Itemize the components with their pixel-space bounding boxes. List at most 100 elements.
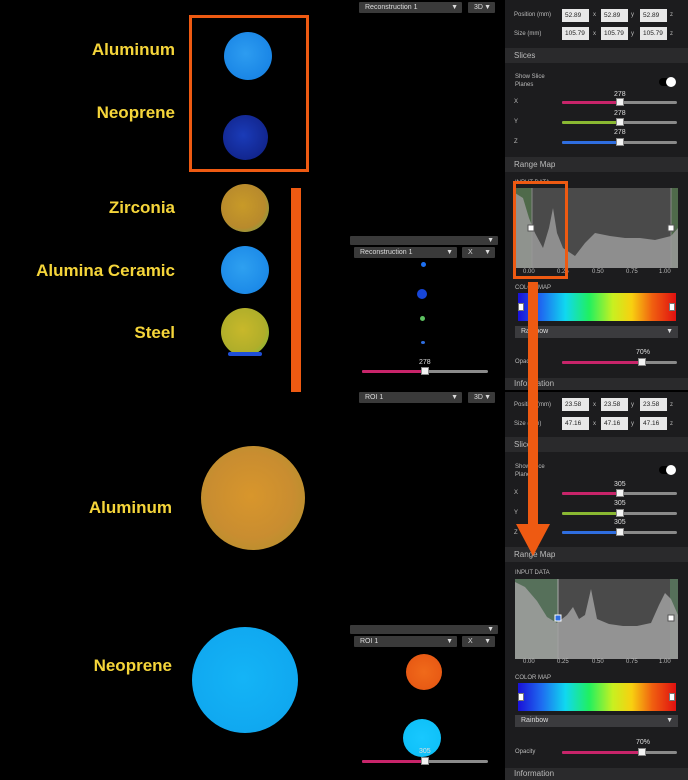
- opacity-value-top: 70%: [636, 349, 651, 356]
- slice-y-label-bottom: Y: [514, 510, 519, 516]
- position-z-top[interactable]: 52.89: [640, 9, 667, 22]
- slice-z-value-bottom: 305: [614, 519, 626, 526]
- slice-slider-mid-fill: [362, 370, 424, 373]
- size-z-top[interactable]: 105.79: [640, 27, 667, 40]
- axis-select-bottom[interactable]: X ▼: [462, 636, 495, 647]
- range-map-section-header-bottom[interactable]: Range Map: [505, 547, 688, 562]
- slice-x-slider-bottom-knob[interactable]: [616, 489, 624, 497]
- colormap-gradient-bottom[interactable]: [518, 683, 676, 711]
- size-z-bottom[interactable]: 47.16: [640, 417, 667, 430]
- chevron-down-icon: ▼: [451, 4, 458, 11]
- information-section-header-bottom[interactable]: Information: [505, 768, 688, 780]
- chevron-down-icon[interactable]: ▼: [487, 237, 494, 244]
- histogram-top[interactable]: [515, 188, 678, 268]
- slice-slider-bottom-value: 305: [419, 748, 431, 755]
- slice-z-label-top: Z: [514, 139, 518, 145]
- annotation-arrow-right-head: [516, 524, 550, 556]
- slice-z-slider-bottom-fill: [562, 531, 620, 534]
- position-x-top[interactable]: 52.89: [562, 9, 589, 22]
- chevron-down-icon[interactable]: ▼: [487, 626, 494, 633]
- slice-y-slider-top-fill: [562, 121, 620, 124]
- label-neoprene-roi: Neoprene: [93, 656, 172, 675]
- chevron-down-icon: ▼: [446, 249, 453, 256]
- render-view-top[interactable]: [0, 0, 340, 390]
- size-x-bottom[interactable]: 47.16: [562, 417, 589, 430]
- colormap-select-bottom[interactable]: Rainbow ▼: [515, 715, 678, 727]
- colormap-gradient-top[interactable]: [518, 293, 676, 321]
- histogram-bottom[interactable]: [515, 579, 678, 659]
- axis-x-top: x: [593, 12, 596, 18]
- view-mode-select-top[interactable]: 3D ▼: [468, 2, 495, 13]
- opacity-slider-bottom-knob[interactable]: [638, 748, 646, 756]
- label-aluminum: Aluminum: [91, 40, 175, 59]
- dataset-select-mid[interactable]: Reconstruction 1 ▼: [354, 247, 457, 258]
- colormap-select-top[interactable]: Rainbow ▼: [515, 326, 678, 338]
- slice-z-value-top: 278: [614, 129, 626, 136]
- annotation-box-histogram: [513, 181, 568, 279]
- slice-x-slider-bottom-fill: [562, 492, 620, 495]
- slice-slider-mid-knob[interactable]: [421, 367, 429, 375]
- hist-tick-0-bottom: 0.00: [523, 659, 535, 665]
- slice-x-slider-top-knob[interactable]: [616, 98, 624, 106]
- slice-slider-bottom-knob[interactable]: [421, 757, 429, 765]
- axis-z-top: z: [670, 12, 673, 18]
- sphere-zirconia: [221, 184, 269, 232]
- size-y-bottom[interactable]: 47.16: [601, 417, 628, 430]
- opacity-slider-top-knob[interactable]: [638, 358, 646, 366]
- chevron-down-icon: ▼: [484, 638, 491, 645]
- range-map-section-header-top[interactable]: Range Map: [505, 157, 688, 172]
- slice-y-label-top: Y: [514, 119, 519, 125]
- hist-tick-0-top: 0.00: [523, 269, 535, 275]
- input-data-label-bottom: INPUT DATA: [515, 570, 550, 576]
- axis-select-mid[interactable]: X ▼: [462, 247, 495, 258]
- colormap-min-knob-bottom[interactable]: [518, 693, 524, 701]
- annotation-box-top-spheres: [189, 15, 309, 172]
- slice-y-slider-top-knob[interactable]: [616, 118, 624, 126]
- slice-slider-mid-value: 278: [419, 359, 431, 366]
- label-aluminum-roi: Aluminum: [88, 498, 172, 517]
- viewer-header-bar: ▼: [350, 236, 498, 245]
- colormap-min-knob-top[interactable]: [518, 303, 524, 311]
- size-x-top[interactable]: 105.79: [562, 27, 589, 40]
- chevron-down-icon: ▼: [484, 394, 491, 401]
- dataset-select-roi[interactable]: ROI 1 ▼: [359, 392, 462, 403]
- viewer-header-bar-bottom: ▼: [350, 625, 498, 634]
- slice-y-value-top: 278: [614, 110, 626, 117]
- slices-section-header-top[interactable]: Slices: [505, 48, 688, 63]
- dataset-select-bottom-label: ROI 1: [360, 638, 379, 645]
- opacity-label-bottom: Opacity: [515, 749, 536, 755]
- position-label-top: Position (mm): [514, 12, 552, 18]
- render-view-roi[interactable]: [0, 392, 340, 780]
- slice-z-slider-top-knob[interactable]: [616, 138, 624, 146]
- show-slice-planes-toggle-bottom[interactable]: [659, 465, 676, 475]
- slices-section-header-bottom[interactable]: Slices: [505, 437, 688, 452]
- slice-x-label-top: X: [514, 99, 519, 105]
- size-axis-z-top: z: [670, 31, 673, 37]
- view-mode-select-roi[interactable]: 3D ▼: [468, 392, 495, 403]
- show-slice-planes-toggle-top[interactable]: [659, 77, 676, 87]
- size-axis-z-bottom: z: [670, 421, 673, 427]
- size-y-top[interactable]: 105.79: [601, 27, 628, 40]
- label-alumina-ceramic: Alumina Ceramic: [36, 261, 175, 280]
- slice-dot-1: [421, 262, 426, 267]
- colormap-max-knob-bottom[interactable]: [669, 693, 675, 701]
- colormap-select-bottom-label: Rainbow: [521, 717, 549, 724]
- chevron-down-icon: ▼: [484, 249, 491, 256]
- slice-z-slider-bottom-knob[interactable]: [616, 528, 624, 536]
- chevron-down-icon: ▼: [666, 717, 673, 724]
- sphere-neoprene: [223, 115, 268, 160]
- position-y-bottom[interactable]: 23.58: [601, 398, 628, 411]
- hist-tick-1-bottom: 0.25: [557, 659, 569, 665]
- position-z-bottom[interactable]: 23.58: [640, 398, 667, 411]
- dataset-select-bottom[interactable]: ROI 1 ▼: [354, 636, 457, 647]
- dataset-select-roi-label: ROI 1: [365, 394, 384, 401]
- dataset-select-top-label: Reconstruction 1: [365, 4, 418, 11]
- colormap-max-knob-top[interactable]: [669, 303, 675, 311]
- position-y-top[interactable]: 52.89: [601, 9, 628, 22]
- annotation-arrow-left-shaft: [291, 188, 301, 398]
- position-x-bottom[interactable]: 23.58: [562, 398, 589, 411]
- slice-y-slider-bottom-fill: [562, 512, 620, 515]
- slice-y-slider-bottom-knob[interactable]: [616, 509, 624, 517]
- dataset-select-top[interactable]: Reconstruction 1 ▼: [359, 2, 462, 13]
- color-map-label-bottom: COLOR MAP: [515, 675, 552, 681]
